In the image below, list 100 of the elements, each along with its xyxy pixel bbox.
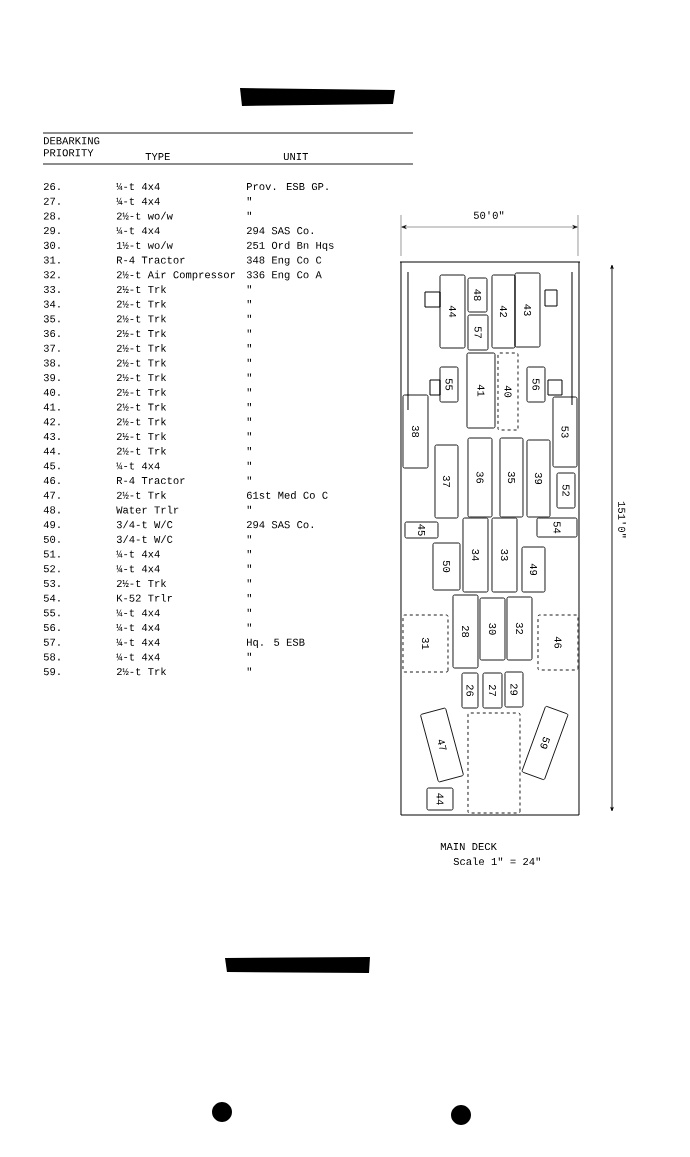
vehicle-box: 59 bbox=[521, 706, 569, 781]
vehicle-box: 36 bbox=[467, 437, 493, 518]
vehicle-type: 2½-t Trk bbox=[116, 314, 167, 323]
unit-name: " bbox=[247, 667, 252, 671]
dimension-label: 151'0" bbox=[617, 500, 627, 540]
priority-number: 26. bbox=[43, 183, 60, 191]
priority-number: 39. bbox=[43, 374, 60, 382]
vehicle-type: 2½-t Trk bbox=[116, 667, 167, 676]
vehicle-type: 2½-t Trk bbox=[116, 344, 167, 352]
unit-name: " bbox=[247, 402, 252, 407]
vehicle-box: 42 bbox=[491, 274, 516, 349]
vehicle-type: ¼-t 4x4 bbox=[116, 653, 160, 661]
priority-number: 37. bbox=[43, 344, 60, 352]
vehicle-type: K-52 Trlr bbox=[117, 594, 172, 602]
unit-name: " bbox=[247, 314, 252, 318]
vehicle-type: R-4 Tractor bbox=[117, 477, 185, 485]
unit-name: " bbox=[247, 329, 252, 333]
vehicle-box: 55 bbox=[439, 366, 459, 403]
priority-number: 48. bbox=[43, 506, 60, 514]
unit-name: " bbox=[247, 594, 252, 598]
unit-name: " bbox=[247, 211, 252, 216]
priority-number: 47. bbox=[43, 491, 60, 499]
priority-number: 36. bbox=[43, 330, 60, 338]
vehicle-box: 56 bbox=[526, 366, 546, 403]
unit-name: 251 Ord Bn Hqs bbox=[246, 241, 334, 251]
vehicle-type: ¼-t 4x4 bbox=[116, 624, 160, 632]
priority-number: 46. bbox=[43, 477, 60, 485]
priority-number: 32. bbox=[43, 271, 60, 279]
unit-name: " bbox=[247, 505, 252, 510]
vehicle-type: R-4 Tractor bbox=[117, 256, 185, 264]
vehicle-box: 54 bbox=[536, 517, 578, 538]
vehicle-type: 2½-t Trk bbox=[116, 417, 167, 426]
unit-name: " bbox=[247, 549, 252, 554]
vehicle-type: 2½-t Trk bbox=[116, 491, 167, 499]
deck-hatch-box bbox=[467, 712, 521, 814]
vehicle-box: 48 bbox=[467, 277, 488, 313]
unit-name: " bbox=[247, 300, 252, 304]
vehicle-type: 2½-t Trk bbox=[116, 300, 167, 308]
vehicle-box: 27 bbox=[482, 672, 503, 709]
vehicle-box: 52 bbox=[556, 472, 576, 509]
vehicle-box: 53 bbox=[552, 396, 578, 468]
vehicle-box: 26 bbox=[461, 672, 479, 709]
unit-name: 294 SAS Co. bbox=[246, 227, 313, 235]
priority-number: 56. bbox=[43, 624, 60, 632]
unit-name: " bbox=[247, 344, 252, 348]
vehicle-box: 34 bbox=[462, 517, 489, 593]
unit-name: " bbox=[247, 476, 252, 480]
vehicle-box: 41 bbox=[466, 352, 496, 429]
priority-number: 53. bbox=[43, 579, 60, 587]
priority-number: 52. bbox=[43, 565, 60, 573]
vehicle-box: 37 bbox=[434, 444, 459, 519]
priority-number: 45. bbox=[43, 462, 60, 470]
priority-number: 43. bbox=[43, 432, 60, 440]
vehicle-type: 2½-t Trk bbox=[116, 402, 167, 411]
vehicle-type: ¼-t 4x4 bbox=[116, 565, 160, 573]
unit-name: 336 Eng Co A bbox=[246, 271, 322, 281]
unit-name: " bbox=[247, 461, 252, 465]
vehicle-box: 39 bbox=[526, 439, 551, 518]
scale-note: Scale 1" = 24" bbox=[453, 857, 540, 866]
vehicle-type: 2½-t Trk bbox=[116, 285, 167, 293]
priority-number: 40. bbox=[43, 388, 60, 396]
unit-name: " bbox=[247, 373, 252, 377]
vehicle-type: 2½-t Air Compressor bbox=[116, 270, 235, 281]
priority-number: 54. bbox=[43, 594, 60, 602]
vehicle-box: 44 bbox=[439, 274, 466, 349]
column-header: TYPE bbox=[145, 153, 170, 160]
priority-number: 55. bbox=[43, 609, 60, 617]
priority-number: 58. bbox=[43, 653, 60, 661]
priority-number: 27. bbox=[43, 197, 60, 205]
vehicle-box: 33 bbox=[491, 517, 518, 593]
unit-name: " bbox=[247, 447, 252, 451]
priority-number: 57. bbox=[43, 638, 60, 646]
vehicle-box: 50 bbox=[432, 542, 461, 591]
vehicle-box: 57 bbox=[467, 314, 489, 351]
priority-number: 31. bbox=[43, 256, 60, 264]
vehicle-box: 35 bbox=[499, 437, 524, 518]
vehicle-box: 32 bbox=[506, 596, 533, 661]
vehicle-type: 2½-t Trk bbox=[116, 329, 167, 338]
vehicle-box: 29 bbox=[504, 671, 524, 708]
vehicle-type: 2½-t wo/w bbox=[116, 211, 173, 220]
priority-number: 35. bbox=[43, 315, 60, 323]
unit-name: 348 Eng Co C bbox=[246, 256, 322, 266]
vehicle-box: 40 bbox=[497, 352, 519, 431]
unit-name: 61st Med Co C bbox=[246, 491, 328, 499]
priority-number: 44. bbox=[43, 447, 60, 455]
vehicle-type: ¼-t 4x4 bbox=[116, 609, 160, 617]
unit-name: Hq. 5 ESB bbox=[247, 638, 305, 648]
vehicle-type: ¼-t 4x4 bbox=[116, 197, 160, 205]
column-header: DEBARKING PRIORITY bbox=[44, 137, 100, 157]
deck-title: MAIN DECK bbox=[440, 843, 497, 851]
vehicle-box: 38 bbox=[402, 394, 429, 469]
priority-number: 29. bbox=[43, 227, 60, 235]
unit-name: Prov. ESB GP. bbox=[247, 183, 328, 191]
vehicle-box: 44 bbox=[426, 787, 454, 811]
vehicle-box: 43 bbox=[514, 272, 541, 348]
vehicle-box: 30 bbox=[479, 597, 506, 661]
priority-number: 51. bbox=[43, 550, 60, 558]
vehicle-box: 49 bbox=[521, 546, 546, 593]
vehicle-box: 46 bbox=[537, 614, 579, 671]
vehicle-box: 28 bbox=[452, 594, 479, 669]
